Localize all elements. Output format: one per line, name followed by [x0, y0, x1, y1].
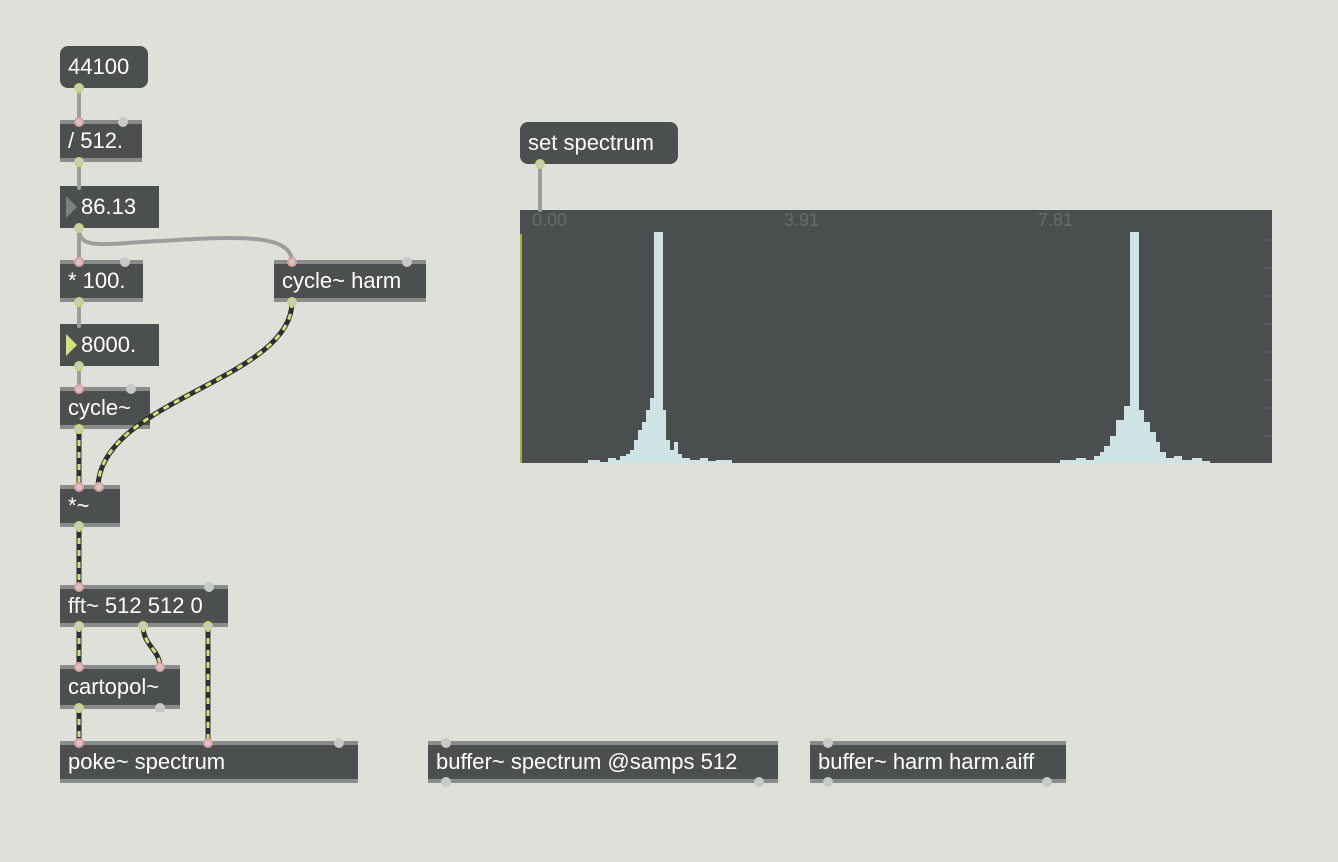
inlet-port[interactable] [74, 257, 84, 267]
set-spectrum-message[interactable]: set spectrum [520, 122, 678, 164]
inlet-port[interactable] [155, 662, 165, 672]
multiply-object-label: * 100. [68, 268, 126, 293]
signal-multiply-object[interactable]: *~ [60, 485, 120, 527]
outlet-port[interactable] [535, 159, 545, 169]
inlet-port[interactable] [74, 738, 84, 748]
inlet-port[interactable] [74, 662, 84, 672]
poke-spectrum-label: poke~ spectrum [68, 749, 226, 774]
right-ticks [1264, 239, 1272, 437]
axis-label-2: 7.81 [1038, 210, 1074, 230]
outlet-port[interactable] [74, 621, 84, 631]
inlet-port[interactable] [74, 482, 84, 492]
inlet-port[interactable] [334, 738, 344, 748]
set-spectrum-label: set spectrum [528, 130, 654, 155]
outlet-port[interactable] [74, 297, 84, 307]
message-44100[interactable]: 44100 [60, 46, 148, 88]
outlet-port[interactable] [1042, 777, 1052, 787]
inlet-port[interactable] [74, 582, 84, 592]
axis-label-1: 3.91 [784, 210, 820, 230]
outlet-port[interactable] [754, 777, 764, 787]
inlet-port[interactable] [120, 257, 130, 267]
inlet-port[interactable] [204, 582, 214, 592]
buffer-spectrum-label: buffer~ spectrum @samps 512 [436, 749, 738, 774]
outlet-port[interactable] [138, 621, 148, 631]
cord-float-to-cycle-harm [77, 226, 294, 264]
number-triangle-icon [66, 196, 77, 218]
signal-cord-harm-to-times [96, 301, 294, 488]
inlet-port[interactable] [74, 384, 84, 394]
inlet-port[interactable] [441, 738, 451, 748]
frequency-number-box[interactable]: 8000. [60, 324, 159, 366]
inlet-port[interactable] [74, 117, 84, 127]
buffer-harm-object[interactable]: buffer~ harm harm.aiff [810, 741, 1066, 783]
outlet-port[interactable] [287, 297, 297, 307]
cycle-object[interactable]: cycle~ [60, 387, 150, 429]
outlet-port[interactable] [74, 157, 84, 167]
outlet-port[interactable] [441, 777, 451, 787]
multiply-object[interactable]: * 100. [60, 260, 143, 302]
cycle-harm-object[interactable]: cycle~ harm [274, 260, 426, 302]
inlet-port[interactable] [126, 384, 136, 394]
fft-object-label: fft~ 512 512 0 [68, 593, 203, 618]
outlet-port[interactable] [74, 83, 84, 93]
cartopol-object[interactable]: cartopol~ [60, 665, 180, 709]
inlet-port[interactable] [823, 738, 833, 748]
spectrum-plot [520, 232, 1272, 463]
buffer-spectrum-object[interactable]: buffer~ spectrum @samps 512 [428, 741, 778, 783]
signal-multiply-label: *~ [68, 493, 90, 518]
message-44100-label: 44100 [68, 54, 130, 79]
inlet-port[interactable] [94, 482, 104, 492]
buffer-harm-label: buffer~ harm harm.aiff [818, 749, 1035, 774]
cartopol-object-label: cartopol~ [68, 674, 160, 699]
inlet-port[interactable] [287, 257, 297, 267]
outlet-port[interactable] [74, 521, 84, 531]
float-number-value: 86.13 [81, 194, 137, 219]
float-number-box[interactable]: 86.13 [60, 186, 159, 228]
axis-label-0: 0.00 [532, 210, 568, 230]
divide-object[interactable]: / 512. [60, 120, 142, 162]
outlet-port[interactable] [74, 424, 84, 434]
outlet-port[interactable] [823, 777, 833, 787]
inlet-port[interactable] [402, 257, 412, 267]
outlet-port[interactable] [74, 703, 84, 713]
frequency-number-value: 8000. [81, 332, 137, 357]
divide-object-label: / 512. [68, 128, 124, 153]
outlet-port[interactable] [203, 621, 213, 631]
cycle-object-label: cycle~ [68, 395, 131, 420]
inlet-port[interactable] [203, 738, 213, 748]
number-triangle-icon [66, 334, 77, 356]
outlet-port[interactable] [74, 361, 84, 371]
outlet-port[interactable] [74, 223, 84, 233]
outlet-port[interactable] [155, 703, 165, 713]
buffer-display[interactable]: 0.00 3.91 7.81 [520, 210, 1272, 463]
inlet-port[interactable] [118, 117, 128, 127]
cycle-harm-label: cycle~ harm [282, 268, 402, 293]
